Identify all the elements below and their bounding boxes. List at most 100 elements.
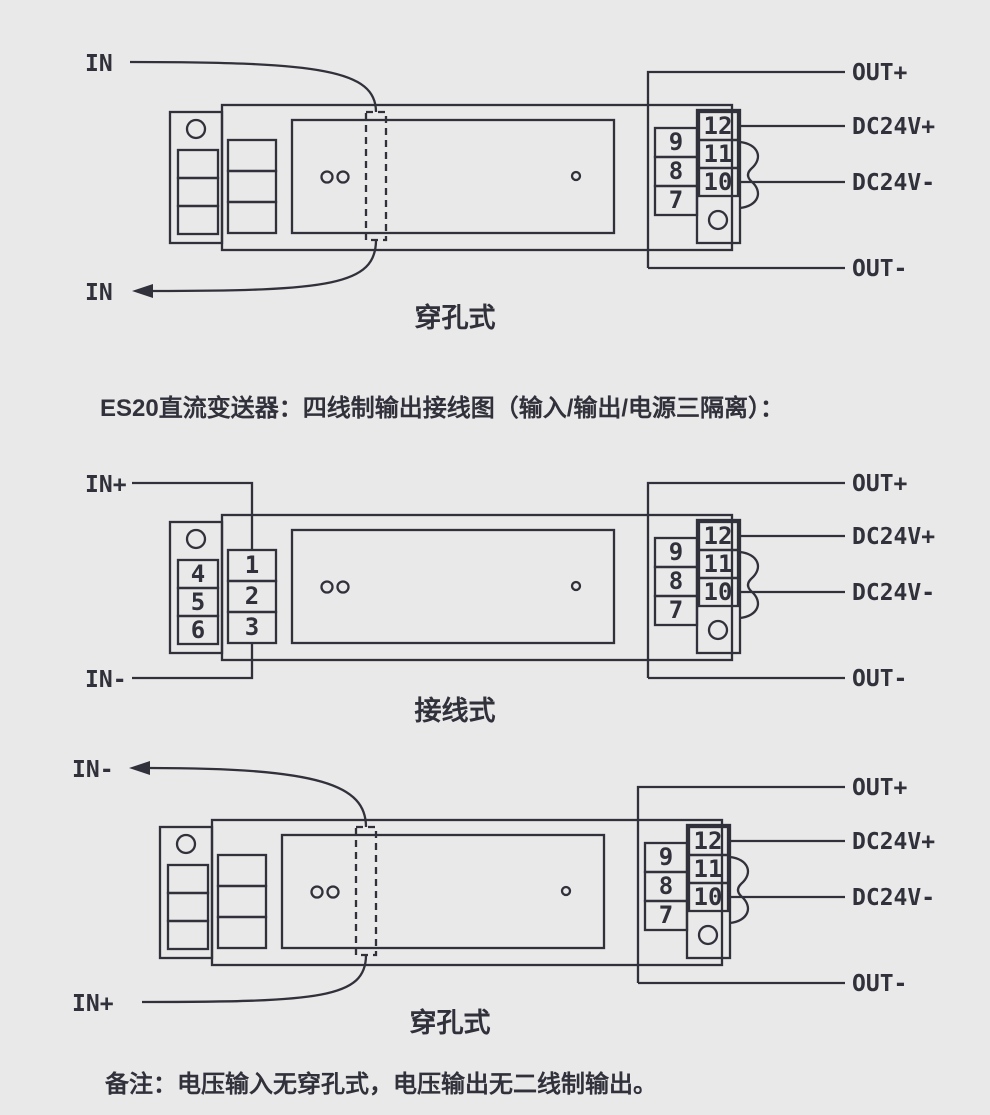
caption-terminal-wiring: 接线式 <box>415 696 496 726</box>
terminal-11: 11 <box>704 550 733 578</box>
arrowhead-icon <box>132 284 153 298</box>
din-clip <box>739 140 760 210</box>
terminal-cell <box>216 884 268 919</box>
label-dc24v-minus: DC24V- <box>852 170 935 196</box>
through-hole-slot <box>364 110 388 242</box>
terminal-cell <box>226 200 278 235</box>
terminal-12: 12 <box>694 827 723 855</box>
note: 备注：电压输入无穿孔式，电压输出无二线制输出。 <box>104 1070 657 1098</box>
label-out-plus: OUT+ <box>852 775 908 801</box>
wire-in-bottom <box>141 954 368 1004</box>
terminal-cell <box>166 919 210 951</box>
terminal-7: 7 <box>669 596 683 624</box>
terminal-9: 9 <box>669 538 683 566</box>
terminal-10: 10 <box>704 168 733 196</box>
terminal-cell <box>226 169 278 204</box>
label-out-minus: OUT- <box>852 666 907 692</box>
label-window <box>290 118 616 235</box>
terminal-8: 8 <box>659 872 673 900</box>
label-in-minus: IN- <box>72 757 114 783</box>
label-in-minus: IN- <box>85 667 127 693</box>
terminal-cell <box>176 614 220 646</box>
wire-in-top <box>149 766 368 828</box>
left-end-block <box>168 520 224 655</box>
terminal-cell <box>176 176 220 208</box>
diagram-1-through-hole: IN IN OUT+ DC24V+ DC24V- OUT- 9 8 7 12 1… <box>85 51 935 333</box>
label-out-minus: OUT- <box>852 256 907 282</box>
terminal-11: 11 <box>704 140 733 168</box>
terminal-6: 6 <box>191 616 205 644</box>
din-clip <box>739 550 760 620</box>
label-dc24v-plus: DC24V+ <box>852 114 935 140</box>
label-in-bottom: IN <box>85 280 113 306</box>
terminal-cell <box>176 148 220 180</box>
terminal-9: 9 <box>669 128 683 156</box>
label-window <box>280 833 606 950</box>
label-dc24v-minus: DC24V- <box>852 885 935 911</box>
label-out-plus: OUT+ <box>852 471 908 497</box>
mount-hole-icon <box>185 528 207 550</box>
led-indicator-icon <box>320 580 334 594</box>
din-clip <box>729 855 750 925</box>
terminal-7: 7 <box>669 186 683 214</box>
label-out-plus: OUT+ <box>852 60 908 86</box>
mount-hole-icon <box>707 619 729 641</box>
label-in-plus: IN+ <box>72 991 114 1017</box>
label-dc24v-minus: DC24V- <box>852 580 935 606</box>
wire-out <box>646 70 845 270</box>
diagram-3-through-hole: IN- IN+ OUT+ DC24V+ DC24V- OUT- 9 8 7 12… <box>72 757 935 1038</box>
terminal-cell <box>216 915 268 950</box>
caption-through-hole: 穿孔式 <box>415 302 496 333</box>
led-indicator-icon <box>310 885 324 899</box>
terminal-7: 7 <box>659 901 673 929</box>
terminal-8: 8 <box>669 157 683 185</box>
right-end-block <box>695 108 742 245</box>
terminal-12: 12 <box>704 522 733 550</box>
diagram-2-terminal-wiring: IN+ IN- OUT+ DC24V+ DC24V- OUT- 4 5 6 1 … <box>85 471 935 726</box>
terminal-cell <box>216 853 268 888</box>
terminal-5: 5 <box>191 588 205 616</box>
led-indicator-icon <box>560 885 572 897</box>
terminal-12: 12 <box>704 112 733 140</box>
wire-in-plus <box>132 481 254 550</box>
terminal-cell <box>176 204 220 236</box>
terminal-1: 1 <box>245 551 259 579</box>
terminal-cell <box>226 138 278 173</box>
wire-in-top <box>129 60 378 113</box>
wire-out <box>636 785 845 985</box>
terminal-8: 8 <box>669 567 683 595</box>
led-indicator-icon <box>570 170 582 182</box>
terminal-11: 11 <box>694 855 723 883</box>
mount-hole-icon <box>707 209 729 231</box>
mount-hole-icon <box>697 924 719 946</box>
label-dc24v-plus: DC24V+ <box>852 829 935 855</box>
led-indicator-icon <box>320 170 334 184</box>
terminal-cell <box>166 891 210 923</box>
label-in-top: IN <box>85 51 113 77</box>
label-dc24v-plus: DC24V+ <box>852 524 935 550</box>
terminal-cell <box>166 863 210 895</box>
wire-out <box>646 481 845 680</box>
terminal-9: 9 <box>659 843 673 871</box>
section-title: ES20直流变送器：四线制输出接线图（输入/输出/电源三隔离）： <box>100 394 784 422</box>
left-end-block <box>168 110 224 245</box>
right-end-block <box>695 518 742 655</box>
led-indicator-icon <box>326 885 340 899</box>
label-window <box>290 528 616 645</box>
right-end-block <box>685 823 732 960</box>
terminal-cell <box>697 166 740 198</box>
terminal-2: 2 <box>245 582 259 610</box>
terminal-cell <box>687 881 730 913</box>
terminal-10: 10 <box>694 883 723 911</box>
led-indicator-icon <box>336 170 350 184</box>
terminal-3: 3 <box>245 613 259 641</box>
left-end-block <box>158 825 214 960</box>
label-in-plus: IN+ <box>85 472 127 498</box>
caption-through-hole: 穿孔式 <box>410 1007 491 1038</box>
arrowhead-icon <box>129 761 150 775</box>
through-hole-slot <box>354 825 378 957</box>
mount-hole-icon <box>175 833 197 855</box>
led-indicator-icon <box>336 580 350 594</box>
led-indicator-icon <box>570 580 582 592</box>
